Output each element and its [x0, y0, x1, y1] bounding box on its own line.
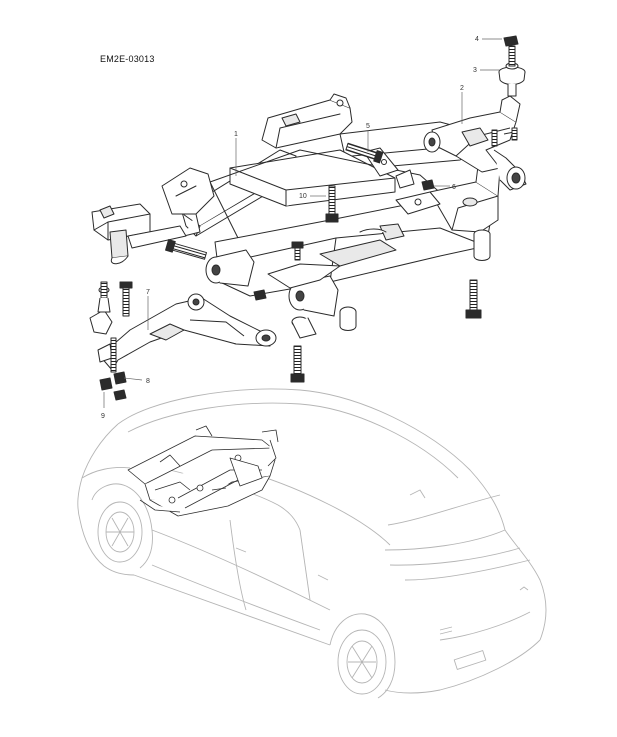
fasteners — [99, 127, 518, 401]
left-lower-control-arm — [89, 281, 277, 371]
callout-3: 3 — [473, 67, 477, 74]
right-lower-control-arm — [423, 35, 527, 191]
callout-4: 4 — [475, 36, 479, 43]
callout-1: 1 — [234, 131, 238, 138]
callout-2: 2 — [460, 85, 464, 92]
callout-9: 9 — [101, 413, 105, 420]
callout-7: 7 — [146, 289, 150, 296]
callout-labels: 1 2 3 4 5 6 7 8 9 10 — [101, 36, 479, 420]
callout-10: 10 — [299, 193, 307, 200]
subframe-assembly — [91, 93, 501, 339]
callout-6: 6 — [452, 184, 456, 191]
vehicle-outline — [77, 388, 547, 699]
center-bushing-left — [205, 249, 255, 287]
subframe-thumbnail — [127, 425, 279, 517]
callout-8: 8 — [146, 378, 150, 385]
callout-5: 5 — [366, 123, 370, 130]
figure-code: EM2E-03013 — [100, 54, 155, 64]
center-bushing-right — [288, 275, 339, 317]
leader-lines — [103, 38, 502, 408]
